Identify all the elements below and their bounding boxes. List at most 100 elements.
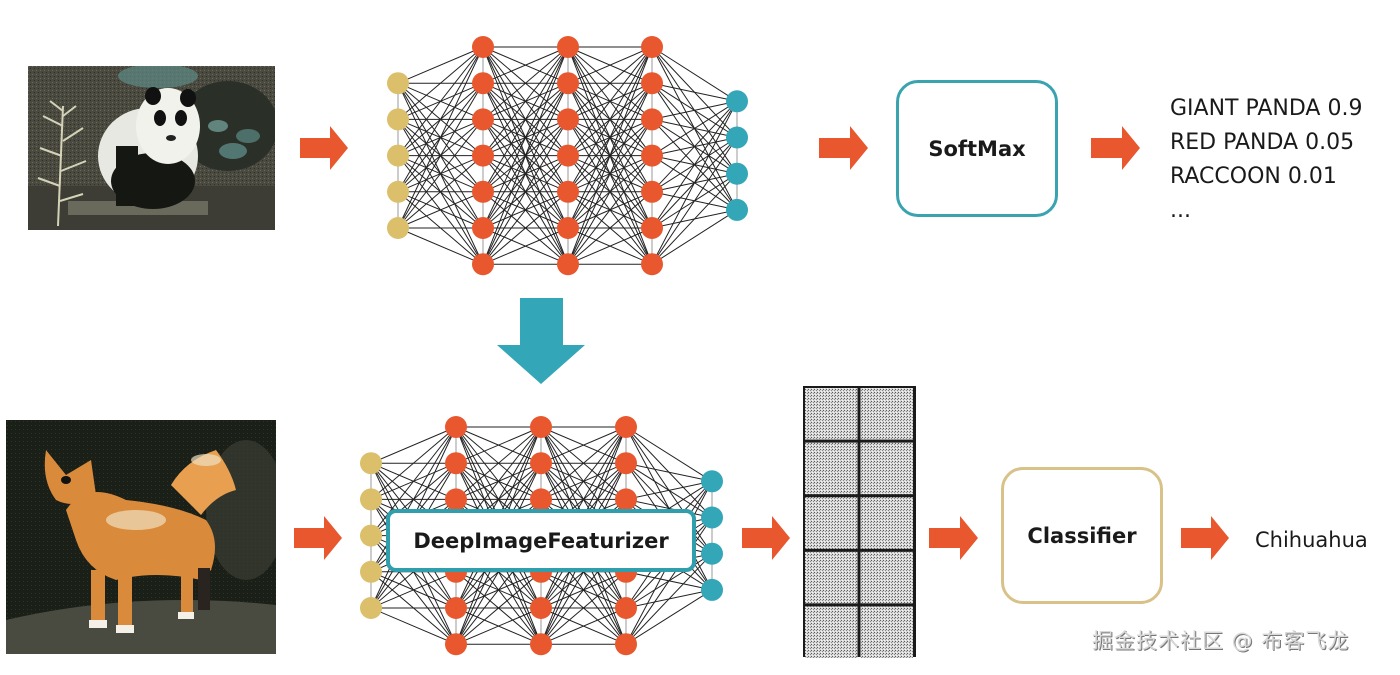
input-node bbox=[387, 217, 409, 239]
arrow-right-icon bbox=[742, 516, 790, 560]
network-edge bbox=[370, 571, 457, 609]
network-edge bbox=[567, 46, 653, 156]
network-edge bbox=[482, 46, 569, 156]
hidden-node bbox=[641, 108, 663, 131]
feature-map-cell bbox=[860, 551, 913, 604]
output-node bbox=[726, 126, 748, 149]
hidden-node bbox=[472, 180, 494, 203]
arrow-right-icon bbox=[819, 126, 868, 170]
network-edge bbox=[651, 173, 738, 265]
network-edge bbox=[482, 46, 569, 193]
output-node bbox=[726, 90, 748, 113]
network-edge bbox=[567, 155, 653, 265]
hidden-node bbox=[615, 597, 637, 619]
arrow-right-icon bbox=[300, 126, 348, 170]
hidden-node bbox=[641, 144, 663, 167]
output-node bbox=[726, 198, 748, 221]
prediction-item: RED PANDA 0.05 bbox=[1170, 130, 1355, 155]
hidden-node bbox=[530, 452, 552, 475]
hidden-node bbox=[472, 144, 494, 167]
watermark: 掘金技术社区 @ 布客飞龙 bbox=[1092, 629, 1350, 653]
hidden-node bbox=[641, 217, 663, 239]
input-node bbox=[360, 524, 382, 547]
network-edge bbox=[397, 119, 484, 229]
output-node bbox=[726, 162, 748, 185]
network-edge bbox=[651, 137, 738, 265]
network-edge bbox=[482, 155, 569, 265]
network-edge bbox=[651, 100, 738, 157]
network-edge bbox=[370, 607, 457, 645]
network-edge bbox=[482, 119, 569, 265]
network-edge bbox=[455, 426, 542, 500]
hidden-node bbox=[641, 180, 663, 203]
input-node bbox=[360, 488, 382, 511]
arrow-right-icon bbox=[1181, 516, 1229, 560]
hidden-node bbox=[530, 488, 552, 511]
hidden-node bbox=[641, 36, 663, 58]
network-edge bbox=[651, 101, 738, 265]
network-edge bbox=[625, 462, 713, 482]
input-node bbox=[360, 560, 382, 583]
arrow-right-icon bbox=[1091, 126, 1140, 170]
prediction-item: GIANT PANDA 0.9 bbox=[1170, 96, 1363, 121]
network-edge bbox=[397, 227, 484, 265]
network-edge bbox=[455, 607, 542, 645]
network-edge bbox=[651, 100, 738, 193]
network-edge bbox=[540, 426, 627, 464]
network-edge bbox=[625, 426, 713, 482]
input-node bbox=[387, 144, 409, 167]
hidden-node bbox=[557, 144, 579, 167]
softmax-label: SoftMax bbox=[928, 136, 1026, 161]
network-edge bbox=[625, 480, 713, 500]
feature-map-cell bbox=[805, 388, 858, 440]
network-edge bbox=[397, 46, 484, 193]
input-node bbox=[360, 452, 382, 475]
prediction-ellipsis: ... bbox=[1170, 198, 1191, 223]
prediction-list: GIANT PANDA 0.9 RED PANDA 0.05 RACCOON 0… bbox=[1170, 92, 1362, 228]
output-class-label: Chihuahua bbox=[1255, 528, 1368, 552]
input-node bbox=[387, 180, 409, 203]
network-edge bbox=[651, 209, 738, 265]
network-edge bbox=[455, 571, 542, 645]
hidden-node bbox=[557, 217, 579, 239]
output-node bbox=[701, 506, 723, 529]
prediction-item: RACCOON 0.01 bbox=[1170, 164, 1337, 189]
input-node bbox=[387, 108, 409, 131]
arrow-right-icon bbox=[929, 516, 978, 560]
featurizer-label: DeepImageFeaturizer bbox=[413, 528, 669, 553]
hidden-node bbox=[445, 633, 467, 656]
hidden-node bbox=[557, 72, 579, 95]
network-edge bbox=[540, 607, 627, 645]
network-edge bbox=[567, 227, 653, 265]
arrow-down-icon bbox=[497, 298, 585, 384]
network-edge bbox=[397, 46, 484, 156]
output-node bbox=[701, 470, 723, 493]
network-edge bbox=[567, 46, 653, 265]
hidden-node bbox=[445, 488, 467, 511]
network-edge bbox=[540, 426, 627, 500]
network-edge bbox=[567, 119, 653, 265]
hidden-node bbox=[641, 253, 663, 276]
feature-map-cell bbox=[860, 442, 913, 495]
classifier-box: Classifier bbox=[1001, 467, 1163, 604]
softmax-box: SoftMax bbox=[896, 80, 1058, 217]
hidden-node bbox=[530, 597, 552, 619]
feature-map-cell bbox=[860, 606, 913, 658]
arrow-right-icon bbox=[294, 516, 342, 560]
network-edge bbox=[397, 191, 484, 229]
hidden-node bbox=[557, 108, 579, 131]
hidden-node bbox=[641, 72, 663, 95]
hidden-node bbox=[530, 633, 552, 656]
network-edge bbox=[567, 46, 653, 84]
network-edge bbox=[651, 100, 738, 120]
feature-map-cell bbox=[860, 497, 913, 549]
hidden-node bbox=[557, 36, 579, 58]
network-edge bbox=[370, 426, 457, 536]
network-edge bbox=[397, 46, 484, 120]
network-edge bbox=[651, 101, 738, 229]
network-edge bbox=[397, 46, 484, 84]
network-edge bbox=[540, 571, 627, 645]
network-edge bbox=[370, 426, 457, 464]
hidden-node bbox=[472, 108, 494, 131]
giant-panda-photo bbox=[28, 66, 275, 230]
